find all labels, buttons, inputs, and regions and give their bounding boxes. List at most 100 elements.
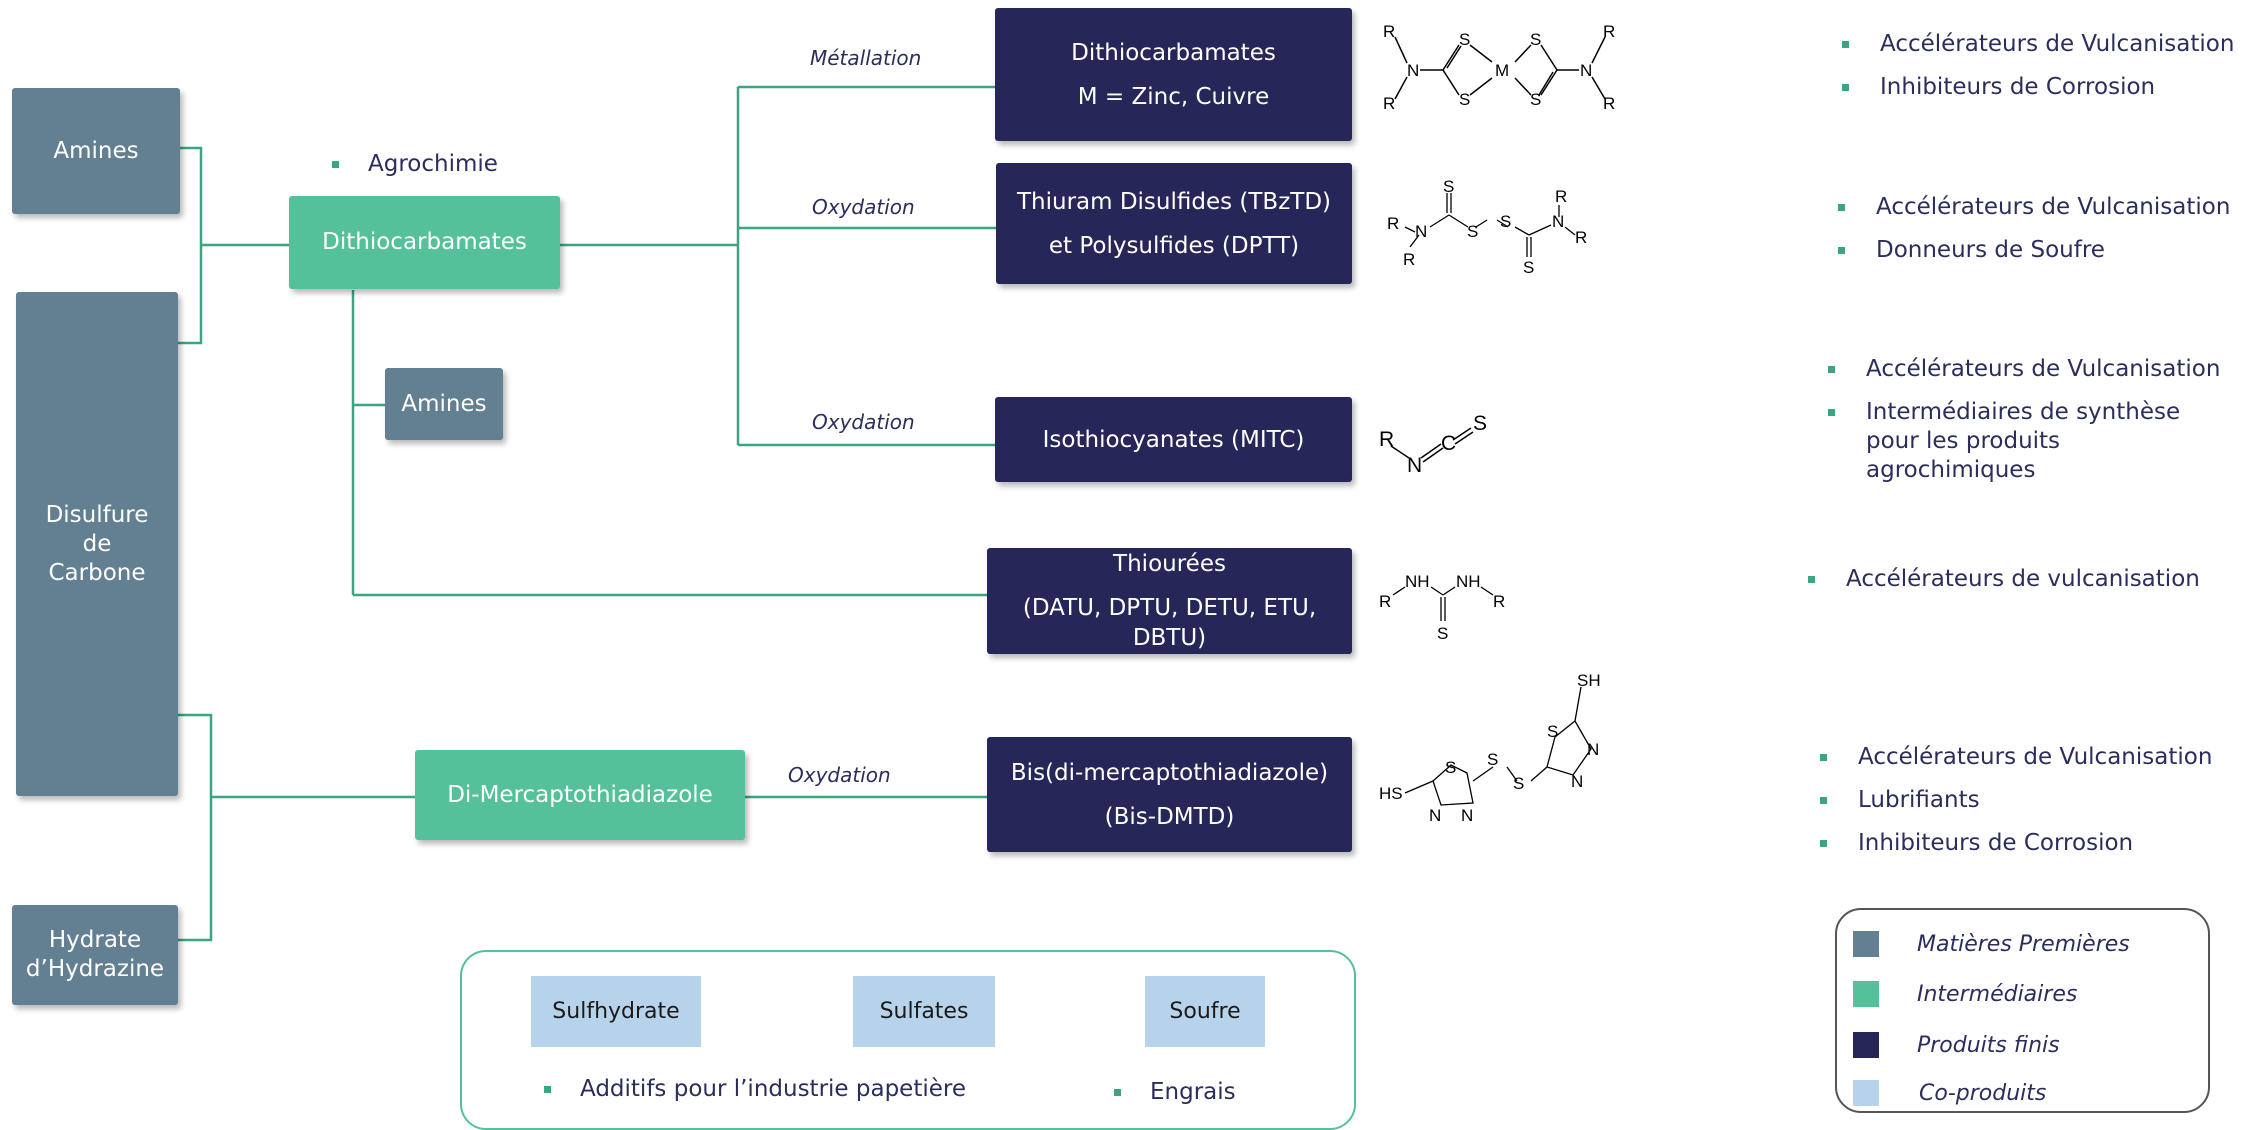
hydrazine-label-2: d’Hydrazine [25,956,165,982]
s2-atom-4: R [1403,250,1415,269]
product-2-line-1: Thiuram Disulfides (TBzTD) [1016,188,1332,215]
dithiocarbamates-intermediate-box: Dithiocarbamates [289,196,560,289]
application-text: Accélérateurs de Vulcanisation [1866,356,2221,382]
application-text: Accélérateurs de Vulcanisation [1876,194,2231,220]
coproduct-soufre: Soufre [1145,976,1265,1047]
metallation-label: Métallation [810,46,922,70]
carbon-disulfide-box: Disulfure de Carbone [16,292,178,796]
coproduct-use-paper-label: Additifs pour l’industrie papetière [580,1076,966,1102]
s2-atom-8: N [1552,212,1564,231]
sulfates-label: Sulfates [879,999,969,1024]
s4-atom-4: R [1493,592,1505,611]
s5-atom-7: S [1513,774,1524,793]
s3-atom-3: C [1441,432,1456,455]
legend-label: Produits finis [1917,1032,2060,1058]
s5-atom-10: N [1571,772,1583,791]
s1-atom-1: R [1383,22,1395,41]
product-thiourees-box: Thiourées (DATU, DPTU, DETU, ETU, DBTU) [987,548,1352,654]
amines-mid-box: Amines [385,368,503,440]
s1-atom-10: R [1603,22,1615,41]
cs2-label-3: Carbone [48,559,146,586]
legend-label: Co-produits [1919,1080,2047,1106]
applications-group-2: Accélérateurs de Vulcanisation Donneurs … [1836,193,2230,279]
oxydation-label-2: Oxydation [812,410,915,434]
structure-isothiocyanate: R N C S [1379,412,1487,477]
s4-atom-2: NH [1405,572,1430,591]
applications-group-3: Accélérateurs de Vulcanisation Intermédi… [1826,355,2226,499]
product-thiuram-box: Thiuram Disulfides (TBzTD) et Polysulfid… [996,163,1352,284]
application-text: Lubrifiants [1858,787,1980,813]
application-item: Accélérateurs de Vulcanisation [1840,30,2234,59]
coproduct-use-fertilizer: Engrais [1112,1078,1236,1107]
s1-atom-2: R [1383,94,1395,113]
product-5-line-1: Bis(di-mercaptothiadiazole) [1010,759,1329,786]
applications-group-4: Accélérateurs de vulcanisation [1806,565,2200,608]
coproduct-sulfates: Sulfates [853,976,995,1047]
s2-atom-9: R [1575,228,1587,247]
s5-atom-1: SH [1577,671,1601,690]
s5-atom-2: HS [1379,784,1403,803]
amines-raw-label: Amines [53,137,139,164]
product-1-line-2: M = Zinc, Cuivre [1077,83,1270,110]
coproduct-sulfhydrate: Sulfhydrate [531,976,701,1047]
product-5-line-2: (Bis-DMTD) [1104,803,1235,830]
s4-atom-1: R [1379,592,1391,611]
s1-atom-7: S [1530,30,1541,49]
s3-atom-2: N [1407,454,1422,477]
legend-item-raw: Matières Premières [1853,930,2130,958]
s4-atom-3: NH [1456,572,1481,591]
cs2-label-1: Disulfure [45,501,149,528]
s2-atom-6: S [1500,212,1511,231]
legend-item-finished: Produits finis [1853,1031,2060,1059]
applications-group-5: Accélérateurs de Vulcanisation Lubrifian… [1818,743,2212,872]
structure-bis-dmtd: SH HS S N N S S S N N [1379,671,1601,825]
agrochimie-note: Agrochimie [330,150,498,179]
application-item: Accélérateurs de Vulcanisation [1818,743,2212,772]
coproduct-use-paper: Additifs pour l’industrie papetière [542,1075,966,1104]
hydrazine-hydrate-box: Hydrate d’Hydrazine [12,905,178,1005]
legend-swatch [1853,1032,1879,1058]
s2-atom-5: S [1467,222,1478,241]
s2-atom-2: R [1387,214,1399,233]
s1-atom-8: S [1530,90,1541,109]
legend: Matières Premières Intermédiaires Produi… [1835,908,2210,1113]
s3-atom-1: R [1379,428,1394,451]
s5-atom-3: S [1445,758,1456,777]
product-4-line-1: Thiourées [1113,551,1226,577]
application-text: Inhibiteurs de Corrosion [1880,74,2156,100]
amines-mid-label: Amines [401,390,487,417]
application-item: Accélérateurs de Vulcanisation [1826,355,2226,384]
applications-group-1: Accélérateurs de Vulcanisation Inhibiteu… [1840,30,2234,116]
application-text: Inhibiteurs de Corrosion [1858,830,2134,856]
application-item: Accélérateurs de Vulcanisation [1836,193,2230,222]
s5-atom-4: N [1429,806,1441,825]
s1-atom-11: R [1603,94,1615,113]
application-text: Donneurs de Soufre [1876,237,2105,263]
product-4-line-2: (DATU, DPTU, DETU, ETU, [1022,595,1317,621]
legend-item-coproduct: Co-produits [1853,1079,2046,1107]
dithiocarbamates-intermediate-label: Dithiocarbamates [322,229,527,255]
s2-atom-10: S [1523,258,1534,277]
coproduct-use-fertilizer-label: Engrais [1150,1079,1236,1105]
product-isothiocyanates-box: Isothiocyanates (MITC) [995,397,1352,482]
s1-atom-3: N [1407,61,1419,80]
oxydation-label-3: Oxydation [788,763,891,787]
amines-raw-box: Amines [12,88,180,214]
s1-atom-4: S [1459,30,1470,49]
legend-label: Intermédiaires [1917,981,2078,1007]
product-4-line-3: DBTU) [1132,625,1207,651]
application-text: Accélérateurs de Vulcanisation [1880,31,2235,57]
legend-swatch [1853,981,1879,1007]
structure-metal-dithiocarbamate: R R N S S M S S N R R [1383,22,1615,113]
application-item: Donneurs de Soufre [1836,236,2230,265]
soufre-label: Soufre [1169,999,1241,1024]
dmtd-intermediate-box: Di-Mercaptothiadiazole [415,750,745,840]
s1-atom-9: N [1580,61,1592,80]
s5-atom-6: S [1487,750,1498,769]
application-text: Accélérateurs de vulcanisation [1846,566,2200,592]
s2-atom-7: R [1555,187,1567,206]
legend-item-intermediate: Intermédiaires [1853,980,2077,1008]
s1-atom-5: S [1459,90,1470,109]
s2-atom-3: N [1415,222,1427,241]
